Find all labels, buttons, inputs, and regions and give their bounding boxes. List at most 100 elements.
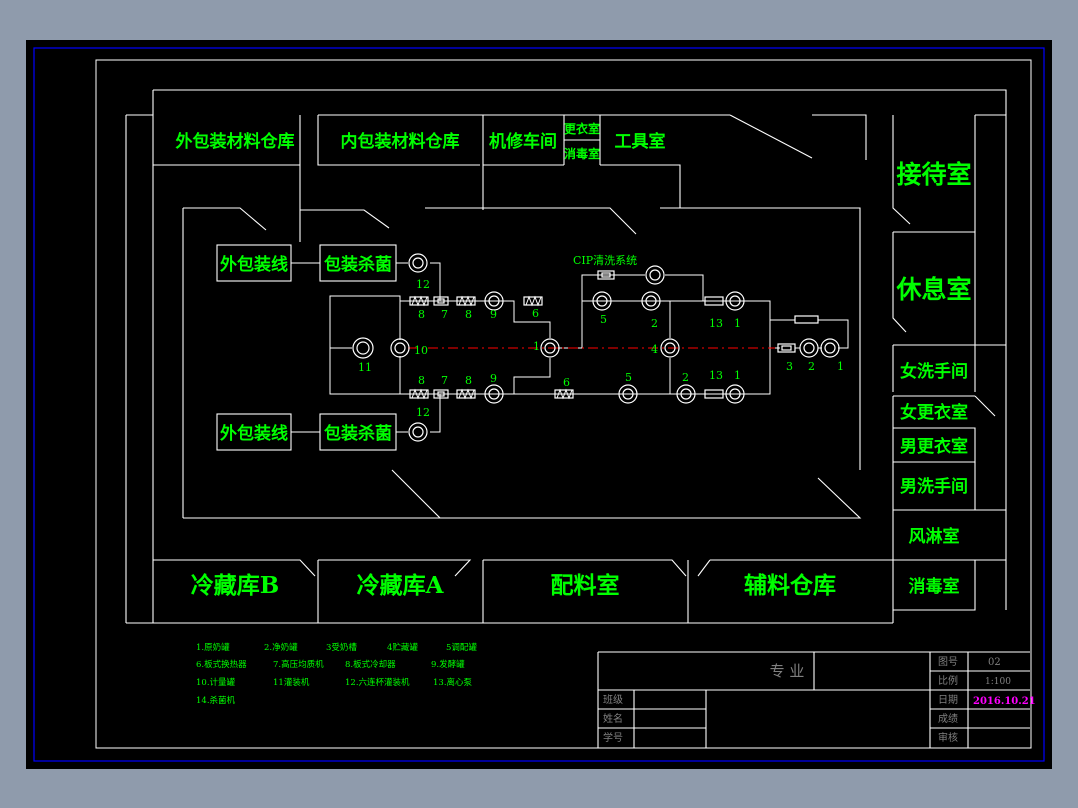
num-6-bottom: 6 bbox=[563, 376, 570, 389]
room-women-changing: 女更衣室 bbox=[900, 402, 968, 423]
major-label: 专 业 bbox=[770, 662, 805, 680]
outer-frame bbox=[33, 47, 1045, 762]
receiving-3 bbox=[777, 343, 796, 353]
tank-2-top bbox=[641, 291, 661, 311]
exchanger-6-top bbox=[523, 296, 543, 306]
title-block: 专 业 图号 02 比例 1:100 班级 姓名 学号 日期 2016.10.2… bbox=[597, 651, 1036, 748]
walls bbox=[125, 89, 1007, 624]
sterilize-bottom-label: 包装杀菌 bbox=[324, 423, 392, 444]
legend-item: 2.净奶罐 bbox=[264, 642, 298, 653]
equipment bbox=[352, 253, 840, 442]
date-value: 2016.10.21 bbox=[973, 696, 1036, 707]
pump-13-bottom bbox=[704, 389, 724, 399]
legend-item: 14.杀菌机 bbox=[196, 695, 236, 706]
tank-1-center bbox=[540, 338, 560, 358]
num-1-center: 1 bbox=[533, 340, 540, 353]
drawing-sheet bbox=[26, 40, 1052, 769]
drawing-no-value: 02 bbox=[988, 657, 1001, 668]
legend: 1.原奶罐 2.净奶罐 3受奶槽 4贮藏罐 5调配罐 6.板式换热器 7.高压均… bbox=[196, 642, 477, 706]
num-2-right: 2 bbox=[808, 360, 815, 373]
exchanger-8a-bottom bbox=[409, 389, 429, 399]
num-10: 10 bbox=[414, 344, 428, 357]
num-2-bottom: 2 bbox=[682, 371, 689, 384]
legend-item: 8.板式冷却器 bbox=[345, 659, 396, 670]
tank-12-top bbox=[408, 253, 428, 273]
num-4-center: 4 bbox=[651, 343, 658, 356]
legend-item: 5调配罐 bbox=[446, 642, 477, 653]
room-disinfection-small: 消毒室 bbox=[564, 146, 600, 161]
room-cold-storage-a: 冷藏库A bbox=[357, 572, 445, 599]
piping bbox=[329, 262, 849, 433]
room-labels: 外包装材料仓库 内包装材料仓库 机修车间 更衣室 消毒室 工具室 接待室 休息室… bbox=[176, 121, 972, 599]
num-9-bottom: 9 bbox=[490, 372, 497, 385]
number-cip-label: CIP清洗系统 bbox=[573, 254, 637, 267]
num-12-bottom: 12 bbox=[416, 406, 430, 419]
legend-item: 3受奶槽 bbox=[326, 642, 357, 653]
room-cold-storage-b: 冷藏库B bbox=[191, 572, 279, 599]
student-id-label: 学号 bbox=[603, 731, 623, 744]
tank-9-top bbox=[484, 291, 504, 311]
num-2-top: 2 bbox=[651, 317, 658, 330]
tank-5-top bbox=[592, 291, 612, 311]
legend-item: 12.六连杯灌装机 bbox=[345, 677, 410, 688]
sterilize-top-label: 包装杀菌 bbox=[324, 254, 392, 275]
num-13-top: 13 bbox=[709, 317, 723, 330]
outer-line-top-label: 外包装线 bbox=[220, 254, 288, 275]
process-boxes: 外包装线 包装杀菌 外包装线 包装杀菌 bbox=[216, 244, 408, 451]
num-13-bottom: 13 bbox=[709, 369, 723, 382]
room-inner-packaging-warehouse: 内包装材料仓库 bbox=[341, 131, 460, 152]
room-reception: 接待室 bbox=[896, 160, 971, 189]
room-rest: 休息室 bbox=[895, 275, 971, 304]
legend-item: 10.计量罐 bbox=[196, 677, 236, 688]
num-1-top: 1 bbox=[734, 317, 741, 330]
tank-1-top bbox=[725, 291, 745, 311]
legend-item: 7.高压均质机 bbox=[273, 659, 324, 670]
room-repair-shop: 机修车间 bbox=[489, 131, 557, 152]
scale-label: 比例 bbox=[938, 674, 958, 687]
legend-item: 13.离心泵 bbox=[433, 677, 473, 688]
num-5-top: 5 bbox=[600, 313, 607, 326]
exchanger-8b-bottom bbox=[456, 389, 476, 399]
cip-tank bbox=[645, 265, 665, 285]
room-changing-small: 更衣室 bbox=[564, 121, 600, 136]
num-6-top: 6 bbox=[532, 307, 539, 320]
num-11: 11 bbox=[358, 361, 372, 374]
num-9-top: 9 bbox=[490, 308, 497, 321]
tank-12-bottom bbox=[408, 422, 428, 442]
outer-line-bottom-label: 外包装线 bbox=[220, 423, 288, 444]
tank-9-bottom bbox=[484, 384, 504, 404]
num-7-bottom: 7 bbox=[441, 374, 448, 387]
drawing-no-label: 图号 bbox=[938, 656, 958, 668]
filler-11 bbox=[352, 337, 374, 359]
legend-item: 4贮藏罐 bbox=[387, 642, 418, 653]
tank-1-right bbox=[820, 338, 840, 358]
class-label: 班级 bbox=[603, 694, 623, 706]
tank-2-bottom bbox=[676, 384, 696, 404]
inner-frame bbox=[95, 59, 1032, 749]
num-12-top: 12 bbox=[416, 278, 430, 291]
room-auxiliary-warehouse: 辅料仓库 bbox=[744, 572, 836, 599]
exchanger-8a-top bbox=[409, 296, 429, 306]
date-label: 日期 bbox=[938, 694, 958, 706]
exchanger-8b-top bbox=[456, 296, 476, 306]
exchanger-6-bottom bbox=[554, 389, 574, 399]
room-men-changing: 男更衣室 bbox=[900, 436, 968, 457]
legend-item: 1.原奶罐 bbox=[196, 642, 230, 653]
pump-13-top bbox=[704, 296, 724, 306]
num-8a-top: 8 bbox=[418, 308, 425, 321]
pipe-valve-right bbox=[794, 315, 819, 324]
num-7-top: 7 bbox=[441, 308, 448, 321]
room-outer-packaging-warehouse: 外包装材料仓库 bbox=[176, 131, 295, 152]
tank-5-bottom bbox=[618, 384, 638, 404]
room-air-shower: 风淋室 bbox=[909, 526, 960, 547]
equipment-numbers: CIP清洗系统 12 8 7 8 9 6 5 2 13 1 10 11 1 4 … bbox=[358, 254, 844, 419]
homogenizer-7-bottom bbox=[433, 389, 449, 399]
review-label: 审核 bbox=[938, 731, 958, 744]
grade-label: 成绩 bbox=[938, 712, 958, 725]
cip-unit bbox=[597, 270, 615, 280]
room-batching: 配料室 bbox=[551, 572, 620, 599]
legend-item: 11灌装机 bbox=[273, 677, 310, 688]
room-disinfection: 消毒室 bbox=[909, 576, 960, 597]
tank-1-bottom bbox=[725, 384, 745, 404]
